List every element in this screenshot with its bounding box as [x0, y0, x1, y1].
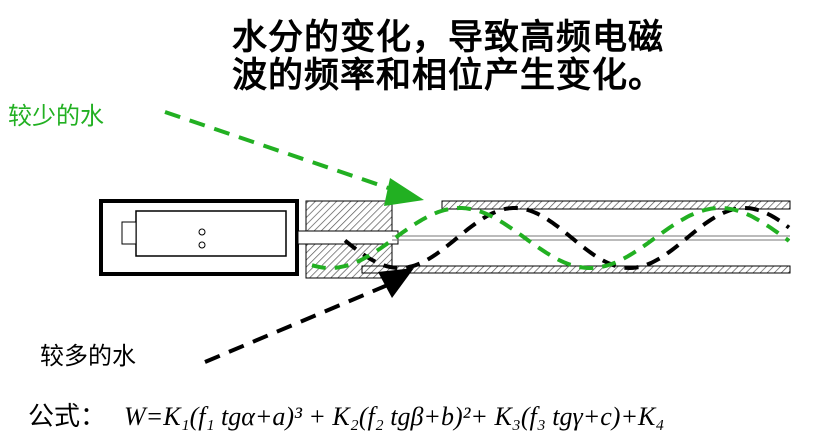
less-water-arrowhead	[384, 178, 424, 206]
more-water-label: 较多的水	[40, 342, 136, 370]
less-water-wave	[311, 205, 791, 271]
pipe-bottom-wall	[361, 265, 791, 274]
more-water-wave	[343, 205, 791, 271]
less-water-arrow	[164, 110, 401, 194]
electronics-module	[135, 210, 287, 257]
pipe-top-wall	[441, 200, 791, 210]
less-water-label: 较少的水	[8, 102, 104, 130]
formula-prefix: 公式：	[28, 402, 107, 432]
title-line-1: 水分的变化，导致高频电磁	[232, 18, 665, 58]
more-water-arrow	[204, 282, 391, 364]
more-water-arrowhead	[378, 268, 414, 298]
formula: 公式： W=K₁(f₁ tgα+a)³ + K₂(f₂ tgβ+b)²+ K₃(f…	[28, 396, 664, 433]
formula-expression: W=K₁(f₁ tgα+a)³ + K₂(f₂ tgβ+b)²+ K₃(f₃ t…	[124, 402, 665, 431]
title-line-2: 波的频率和相位产生变化。	[232, 56, 665, 96]
